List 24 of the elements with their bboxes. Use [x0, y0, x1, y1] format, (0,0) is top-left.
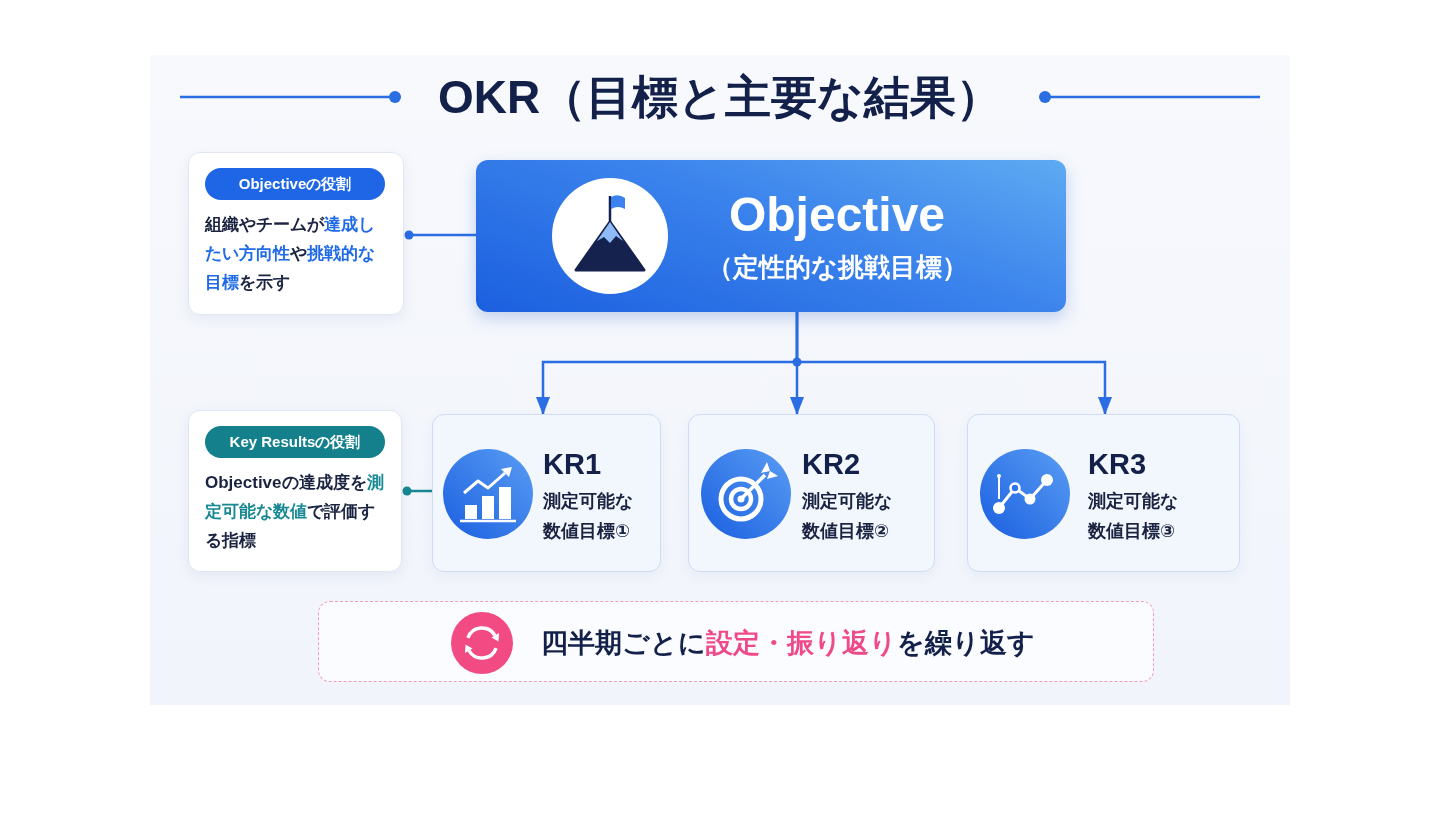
kr-title: KR2 [802, 447, 860, 482]
connector-line [404, 230, 476, 240]
kr-description: 測定可能な数値目標② [802, 490, 893, 543]
key-result-card [967, 414, 1240, 572]
objective-subtitle: （定性的な挑戦目標） [706, 251, 968, 284]
kr-description: 測定可能な数値目標① [543, 490, 634, 543]
key-result-card [688, 414, 935, 572]
role-card [188, 152, 404, 315]
kr-title: KR3 [1088, 447, 1146, 482]
kr-description: 測定可能な数値目標③ [1088, 490, 1179, 543]
cycle-note-text: 四半期ごとに設定・振り返りを繰り返す [541, 627, 1035, 660]
role-description: 組織やチームが達成したい方向性や挑戦的な目標を示す [205, 214, 376, 294]
objective-title: Objective [728, 188, 946, 242]
role-card [188, 410, 402, 572]
role-description: Objectiveの達成度を測定可能な数値で評価する指標 [205, 472, 385, 552]
connector-line [402, 486, 432, 496]
connector-arrow [795, 312, 1112, 415]
objective-banner [476, 160, 1066, 312]
key-result-card [432, 414, 661, 572]
kr-title: KR1 [543, 447, 601, 482]
role-tag: Key Resultsの役割 [205, 426, 385, 458]
diagram-title: OKR（目標と主要な結果） [437, 70, 1003, 125]
cycle-note-panel [318, 601, 1154, 682]
role-tag: Objectiveの役割 [205, 168, 385, 200]
